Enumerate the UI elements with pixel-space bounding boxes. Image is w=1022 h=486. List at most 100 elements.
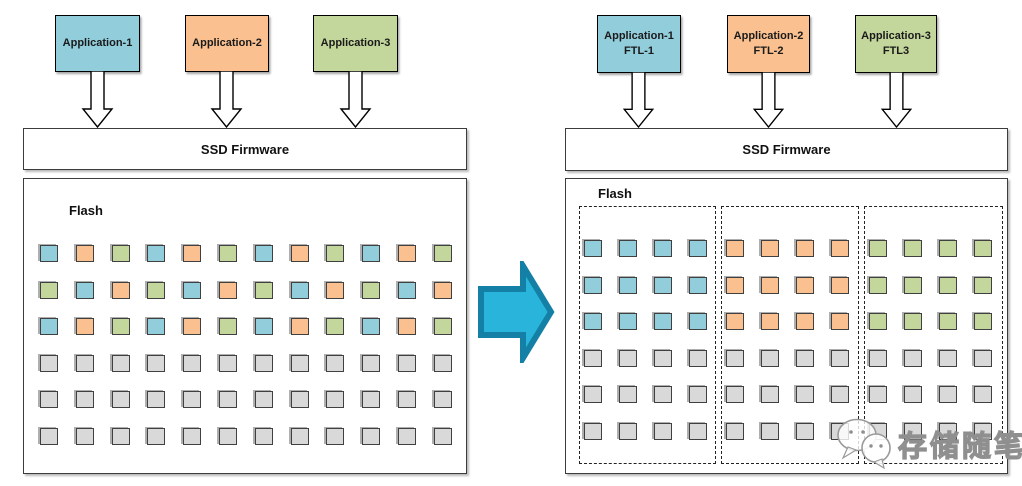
flash-cell-green xyxy=(326,245,345,262)
flash-cell-orange xyxy=(831,240,849,257)
flash-cell-blue xyxy=(654,276,672,294)
flash-cell-orange xyxy=(796,313,814,330)
flash-cell-gray xyxy=(904,349,922,367)
flash-cell-orange xyxy=(726,313,744,330)
flash-cell-gray xyxy=(654,349,672,367)
flash-cell-gray xyxy=(831,349,849,367)
flash-cell-gray xyxy=(974,422,992,440)
flash-cell-gray xyxy=(40,391,58,408)
flash-cell-green xyxy=(974,313,992,330)
flash-cell-gray xyxy=(584,422,602,440)
flash-cell-gray xyxy=(654,386,672,403)
flash-cell-green xyxy=(111,318,130,335)
flash-cell-gray xyxy=(761,349,779,367)
flash-cell-gray xyxy=(290,391,309,408)
down-arrow-icon xyxy=(210,71,243,128)
flash-cell-green xyxy=(147,281,166,299)
down-arrow-icon xyxy=(81,71,114,128)
flash-cell-gray xyxy=(761,422,779,440)
flash-cell-green xyxy=(869,313,887,330)
flash-cell-gray xyxy=(183,391,202,408)
flash-cell-orange xyxy=(397,318,416,335)
flash-cell-orange xyxy=(75,245,94,262)
left-ssd-firmware-box: SSD Firmware xyxy=(23,128,467,170)
flash-cell-gray xyxy=(584,349,602,367)
flash-cell-gray xyxy=(397,391,416,408)
flash-partition-3 xyxy=(864,206,1003,464)
flash-cell-gray xyxy=(584,386,602,403)
flash-cell-blue xyxy=(183,281,202,299)
flash-cell-gray xyxy=(433,427,452,445)
flash-cell-gray xyxy=(796,422,814,440)
flash-cell-orange xyxy=(796,276,814,294)
flash-cell-green xyxy=(433,245,452,262)
left-application-2-box: Application-2 xyxy=(185,15,269,72)
right-application-1-box: Application-1 FTL-1 xyxy=(597,15,681,73)
flash-cell-gray xyxy=(619,422,637,440)
flash-cell-gray xyxy=(761,386,779,403)
flash-cell-gray xyxy=(218,354,237,372)
flash-cell-blue xyxy=(40,318,58,335)
flash-cell-green xyxy=(974,276,992,294)
flash-cell-blue xyxy=(362,245,381,262)
flash-cell-gray xyxy=(147,354,166,372)
flash-cell-orange xyxy=(218,281,237,299)
flash-cell-blue xyxy=(619,276,637,294)
left-flash-label: Flash xyxy=(69,203,103,218)
left-application-1-box: Application-1 xyxy=(55,15,140,72)
flash-cell-gray xyxy=(689,386,707,403)
flash-cell-blue xyxy=(397,281,416,299)
flash-cell-green xyxy=(939,240,957,257)
flash-cell-gray xyxy=(869,349,887,367)
flash-cell-orange xyxy=(290,245,309,262)
flash-cell-orange xyxy=(726,240,744,257)
right-application-2-box: Application-2 FTL-2 xyxy=(727,15,810,73)
flash-cell-orange xyxy=(183,245,202,262)
flash-cell-blue xyxy=(290,281,309,299)
flash-cell-orange xyxy=(761,313,779,330)
flash-cell-gray xyxy=(218,427,237,445)
right-application-2-label-line1: Application-2 xyxy=(733,30,804,43)
flash-cell-gray xyxy=(433,354,452,372)
flash-cell-blue xyxy=(619,313,637,330)
flash-cell-gray xyxy=(974,386,992,403)
left-flash-grid xyxy=(40,245,452,445)
right-application-1-label-line2: FTL-1 xyxy=(624,45,654,57)
flash-cell-gray xyxy=(326,427,345,445)
flash-cell-gray xyxy=(362,391,381,408)
flash-cell-gray xyxy=(326,354,345,372)
flash-cell-gray xyxy=(40,354,58,372)
flash-cell-gray xyxy=(362,354,381,372)
flash-cell-gray xyxy=(619,349,637,367)
flash-cell-gray xyxy=(974,349,992,367)
right-ssd-firmware-box: SSD Firmware xyxy=(565,128,1008,171)
flash-cell-gray xyxy=(904,386,922,403)
right-application-2-label-line2: FTL-2 xyxy=(753,45,784,57)
down-arrow-icon xyxy=(880,72,913,128)
right-application-3-label-line1: Application-3 xyxy=(861,30,931,43)
flash-cell-orange xyxy=(397,245,416,262)
flash-cell-green xyxy=(40,281,58,299)
flash-cell-gray xyxy=(218,391,237,408)
partition-3-grid xyxy=(869,240,992,440)
flash-cell-gray xyxy=(75,391,94,408)
flash-cell-blue xyxy=(584,276,602,294)
flash-cell-green xyxy=(433,318,452,335)
flash-cell-green xyxy=(869,240,887,257)
flash-cell-green xyxy=(939,313,957,330)
flash-cell-gray xyxy=(939,422,957,440)
flash-cell-gray xyxy=(147,391,166,408)
flash-cell-blue xyxy=(689,240,707,257)
flash-cell-blue xyxy=(584,313,602,330)
flash-cell-gray xyxy=(689,422,707,440)
flash-cell-gray xyxy=(939,386,957,403)
right-application-1-label-line1: Application-1 xyxy=(604,30,674,43)
right-ssd-firmware-label: SSD Firmware xyxy=(742,142,831,157)
flash-cell-orange xyxy=(796,240,814,257)
flash-cell-gray xyxy=(904,422,922,440)
flash-cell-orange xyxy=(433,281,452,299)
flash-cell-gray xyxy=(869,386,887,403)
flash-cell-gray xyxy=(111,391,130,408)
flash-cell-orange xyxy=(761,240,779,257)
watermark-text: 存储随笔 xyxy=(897,430,1022,463)
